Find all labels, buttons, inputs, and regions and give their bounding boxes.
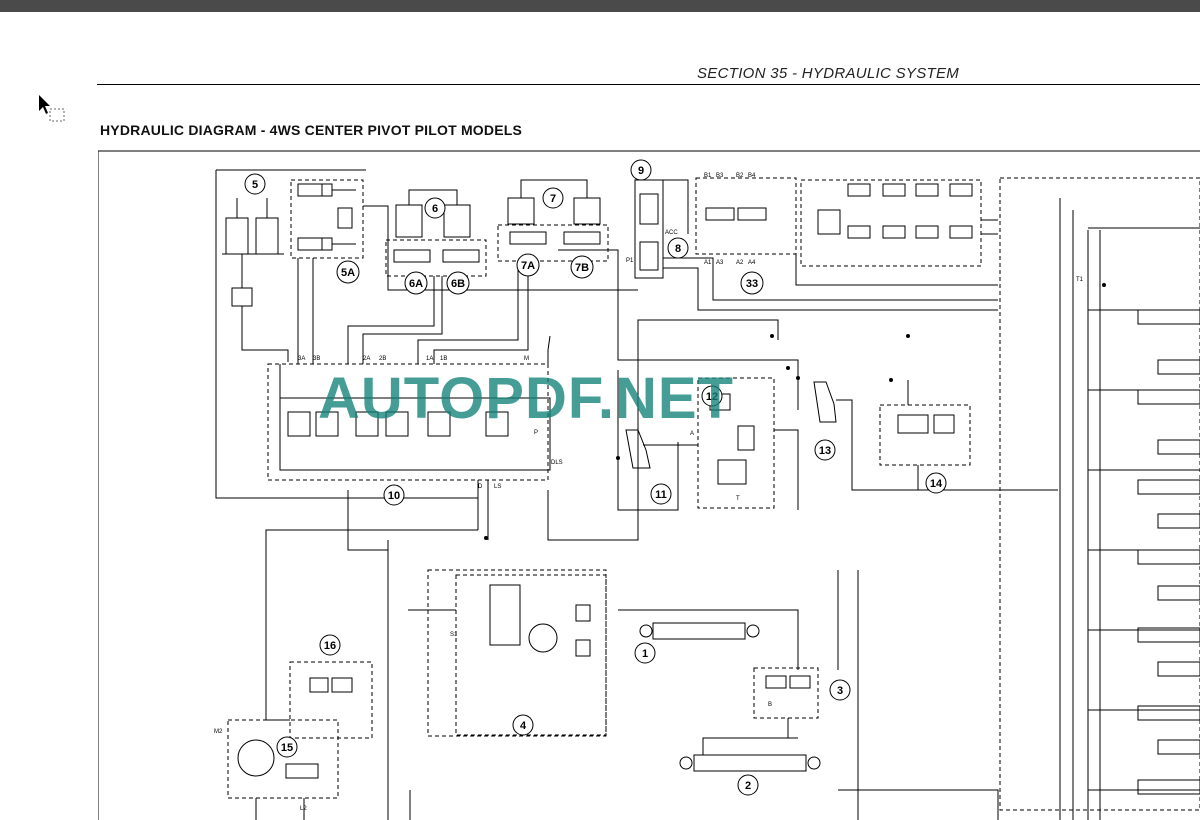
port-b2: B2 (736, 173, 744, 179)
callout-33: 33 (746, 278, 758, 290)
port-b: B (768, 702, 772, 708)
callout-2: 2 (745, 780, 751, 792)
port-a2: A2 (736, 260, 744, 266)
port-d: D (478, 484, 483, 490)
hydraulic-diagram: 5 5A 6 6A 6B 7 7A 7B 8 9 33 10 11 12 13 … (98, 150, 1200, 820)
port-3a: 3A (298, 356, 305, 362)
diagram-canvas: 5 5A 6 6A 6B 7 7A 7B 8 9 33 10 11 12 13 … (98, 150, 1200, 820)
port-l2: L2 (300, 806, 307, 812)
callout-7a: 7A (521, 260, 535, 272)
callout-15: 15 (281, 742, 293, 754)
port-a1: A1 (704, 260, 712, 266)
port-acc: ACC (665, 230, 678, 236)
port-ls: LS (494, 484, 501, 490)
callout-4: 4 (520, 720, 527, 732)
callout-6: 6 (432, 203, 438, 215)
port-a4: A4 (748, 260, 756, 266)
port-dls: DLS (551, 460, 563, 466)
callout-5a: 5A (341, 267, 355, 279)
callout-1: 1 (642, 648, 648, 660)
port-t: T (736, 496, 740, 502)
port-m2: M2 (214, 729, 223, 735)
callout-5: 5 (252, 179, 258, 191)
port-a: A (690, 431, 694, 437)
port-p1: P1 (626, 258, 634, 264)
port-1b: 1B (440, 356, 447, 362)
port-b1: B1 (704, 173, 712, 179)
port-3b: 3B (313, 356, 320, 362)
callout-6a: 6A (409, 278, 423, 290)
port-2b: 2B (379, 356, 386, 362)
cursor-icon (38, 94, 68, 126)
callout-7: 7 (550, 193, 556, 205)
callout-10: 10 (388, 490, 400, 502)
viewer-top-bar (0, 0, 1200, 12)
header-rule (97, 84, 1200, 85)
port-b3: B3 (716, 173, 724, 179)
callout-16: 16 (324, 640, 336, 652)
callout-9: 9 (638, 165, 644, 177)
port-p: P (534, 430, 538, 436)
callout-11: 11 (655, 489, 667, 501)
port-a3: A3 (716, 260, 724, 266)
port-1a: 1A (426, 356, 433, 362)
callout-12: 12 (706, 391, 718, 403)
port-b4: B4 (748, 173, 756, 179)
callout-3: 3 (837, 685, 843, 697)
callout-13: 13 (819, 445, 831, 457)
callout-6b: 6B (451, 278, 465, 290)
section-header: SECTION 35 - HYDRAULIC SYSTEM (697, 65, 960, 82)
callout-8: 8 (675, 243, 681, 255)
port-2a: 2A (363, 356, 370, 362)
port-t1: T1 (1076, 277, 1084, 283)
callout-14: 14 (930, 478, 943, 490)
page-title: HYDRAULIC DIAGRAM - 4WS CENTER PIVOT PIL… (100, 122, 523, 138)
port-s1: S1 (450, 632, 458, 638)
port-m: M (524, 356, 529, 362)
callout-7b: 7B (575, 262, 589, 274)
